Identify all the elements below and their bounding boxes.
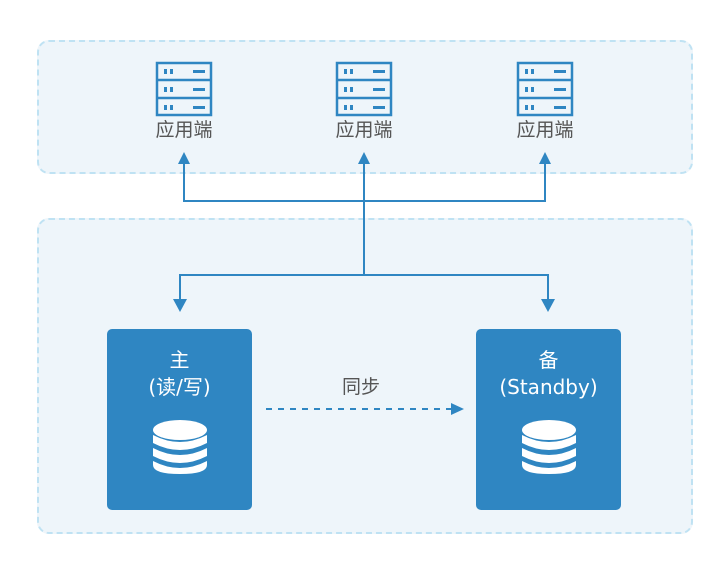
server-icon (155, 61, 213, 117)
client-label: 应用端 (516, 119, 574, 141)
client-label: 应用端 (155, 119, 213, 141)
client-node-3: 应用端 (490, 61, 600, 142)
arrowhead-sync (451, 403, 464, 415)
server-icon (516, 61, 574, 117)
arrowhead-client-3 (539, 152, 551, 164)
client-label: 应用端 (335, 119, 393, 141)
arrowhead-primary (173, 299, 187, 312)
primary-subtitle: (读/写) (148, 375, 211, 399)
server-icon (335, 61, 393, 117)
db-connector (179, 274, 549, 300)
arrowhead-standby (541, 299, 555, 312)
sync-label: 同步 (341, 376, 380, 398)
database-icon (152, 420, 207, 474)
standby-subtitle: (Standby) (499, 375, 598, 399)
client-node-2: 应用端 (309, 61, 419, 142)
client-node-1: 应用端 (129, 61, 239, 142)
standby-title: 备 (538, 348, 559, 372)
standby-db-node: 备 (Standby) (476, 329, 621, 510)
arrowhead-client-2 (358, 152, 370, 164)
arrowhead-client-1 (178, 152, 190, 164)
primary-db-node: 主 (读/写) (107, 329, 252, 510)
primary-title: 主 (169, 348, 190, 372)
database-icon (521, 420, 576, 474)
